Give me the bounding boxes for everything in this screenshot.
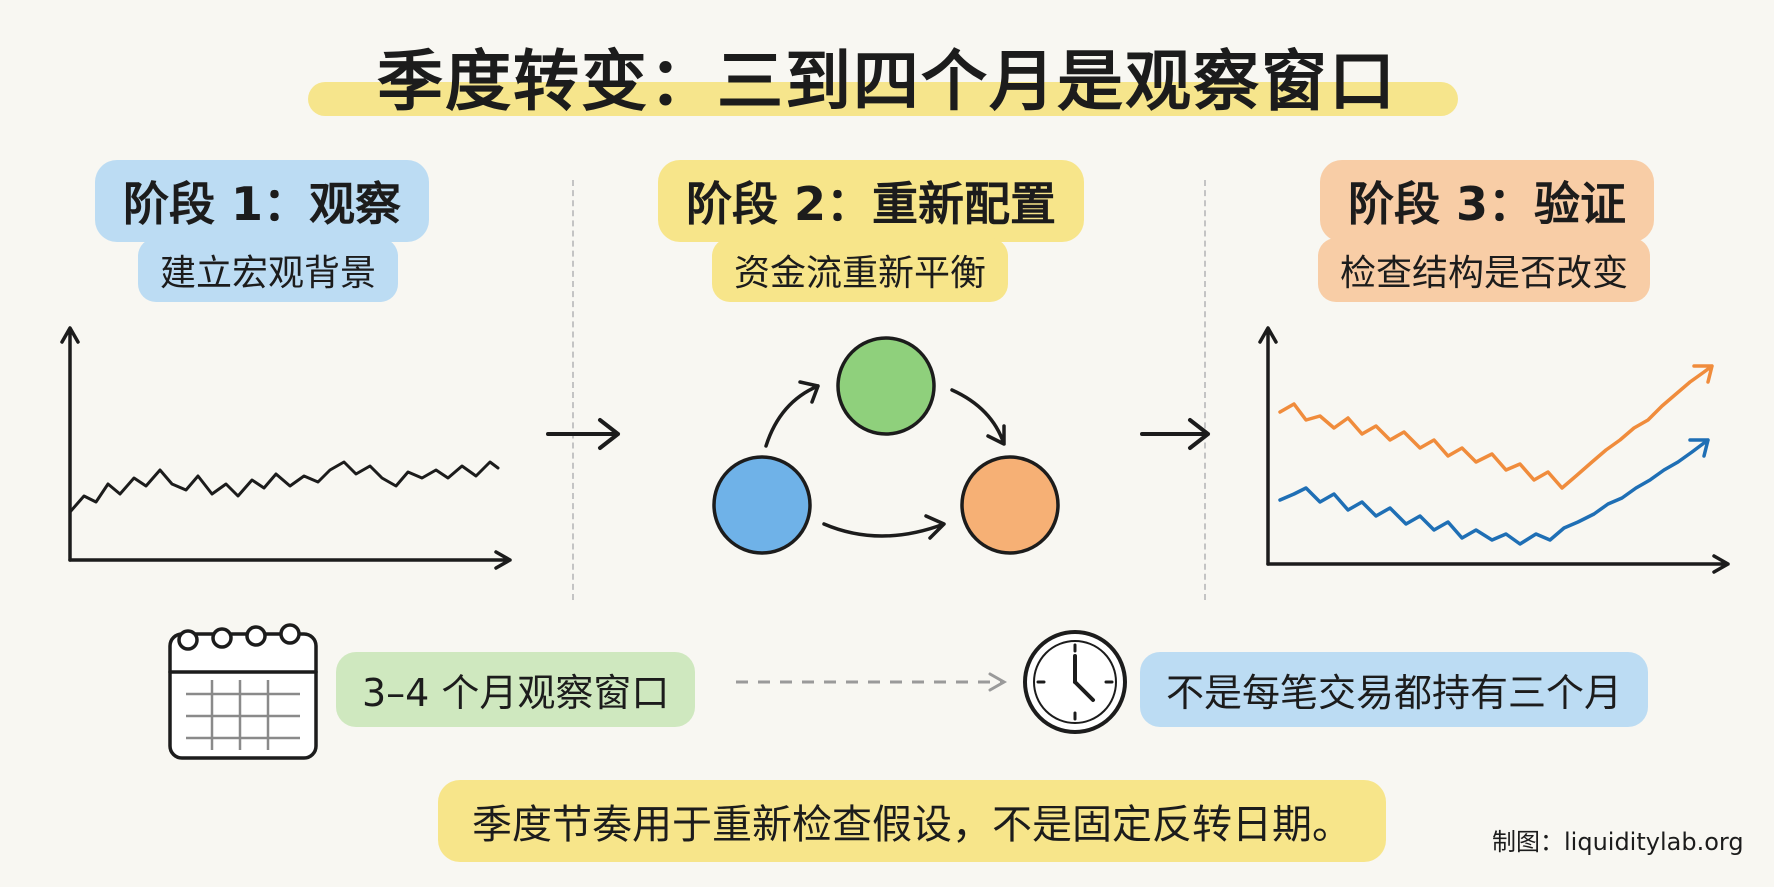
stage-1-x-axis <box>68 550 512 570</box>
stage-1-subtitle: 建立宏观背景 <box>138 238 399 302</box>
stage-3-x-axis <box>1266 554 1730 574</box>
credit: 制图：liquiditylab.org <box>1492 828 1744 856</box>
upper-trend-line <box>1278 364 1714 490</box>
stage-1-title: 阶段 1：观察 <box>95 160 430 242</box>
stage-3-y-axis <box>1258 326 1278 566</box>
green-circle <box>836 336 936 436</box>
hold-label: 不是每笔交易都持有三个月 <box>1140 652 1649 727</box>
stage-2-subtitle: 资金流重新平衡 <box>712 238 1009 302</box>
stage-3-title: 阶段 3：验证 <box>1320 160 1655 242</box>
page-title: 季度转变：三到四个月是观察窗口 <box>377 43 1397 120</box>
window-label: 3–4 个月观察窗口 <box>336 652 696 727</box>
orange-circle <box>960 455 1060 555</box>
stage-3-subtitle: 检查结构是否改变 <box>1318 238 1651 302</box>
lower-trend-line <box>1278 438 1710 546</box>
title-highlight <box>308 82 1458 116</box>
arrow-stage-2-to-3 <box>1140 418 1210 450</box>
arrow-stage-1-to-2 <box>546 418 620 450</box>
arrow-blue-to-orange <box>822 514 946 540</box>
blue-circle <box>712 455 812 555</box>
arrow-blue-to-green <box>764 380 820 448</box>
arrow-green-to-orange <box>950 388 1006 446</box>
stage-1-y-axis <box>60 326 80 562</box>
footer-note: 季度节奏用于重新检查假设，不是固定反转日期。 <box>438 780 1386 862</box>
divider-1 <box>572 180 574 600</box>
divider-2 <box>1204 180 1206 600</box>
stage-1-flat-line <box>68 460 500 514</box>
stage-2-title: 阶段 2：重新配置 <box>658 160 1085 242</box>
